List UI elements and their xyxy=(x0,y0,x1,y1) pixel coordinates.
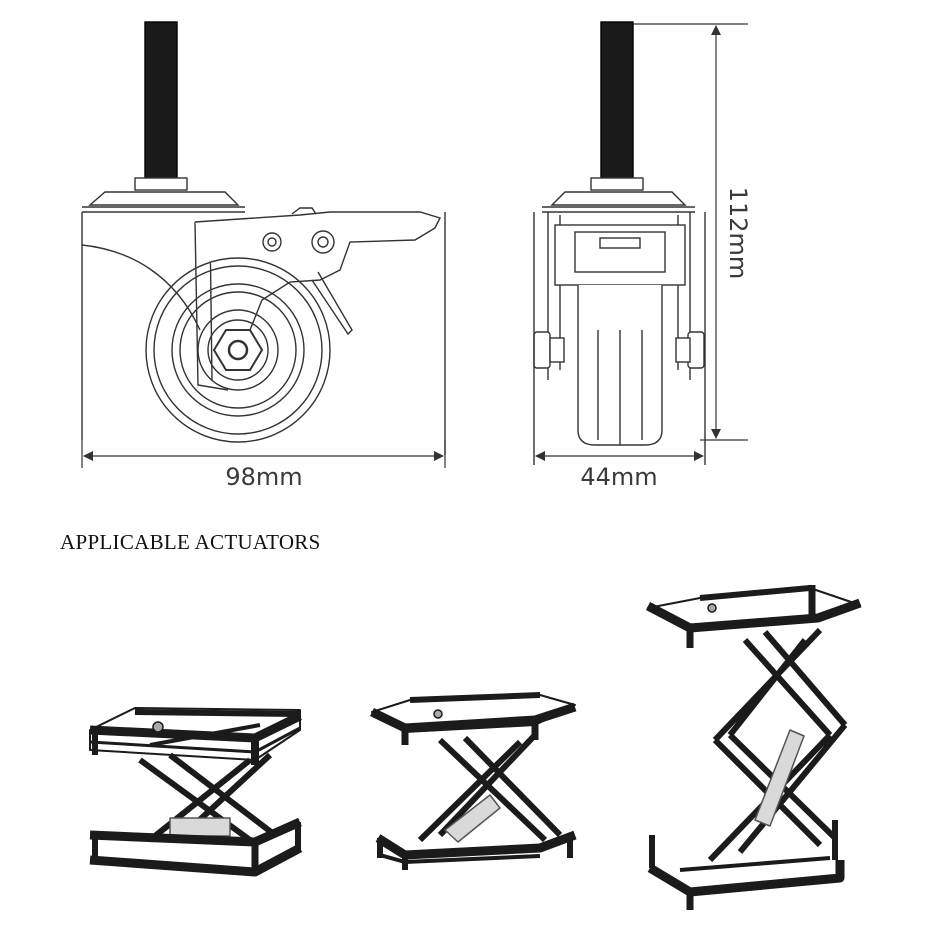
depth-label: 44mm xyxy=(580,463,657,491)
caster-front-view xyxy=(533,21,706,465)
stem-nut xyxy=(134,177,188,191)
height-dimension xyxy=(633,23,748,441)
front-threaded-stem xyxy=(600,21,634,183)
scissor-lift-low xyxy=(89,707,303,877)
caster-side-view xyxy=(81,21,446,455)
brake-plate xyxy=(194,211,441,361)
axle-nut xyxy=(212,329,264,371)
brake-lever xyxy=(311,271,353,336)
scissor-lift-tall xyxy=(645,585,862,910)
threaded-stem xyxy=(144,21,178,183)
width-label: 98mm xyxy=(225,463,302,491)
left-axle-nut xyxy=(533,331,551,369)
wheel xyxy=(145,257,331,443)
fork-body xyxy=(81,212,201,440)
section-heading: APPLICABLE ACTUATORS xyxy=(60,530,321,554)
height-label: 112mm xyxy=(724,187,752,280)
top-plate xyxy=(88,191,240,206)
brake-housing xyxy=(554,224,686,286)
scissor-lift-medium xyxy=(370,692,577,870)
width-dimension xyxy=(81,440,446,468)
